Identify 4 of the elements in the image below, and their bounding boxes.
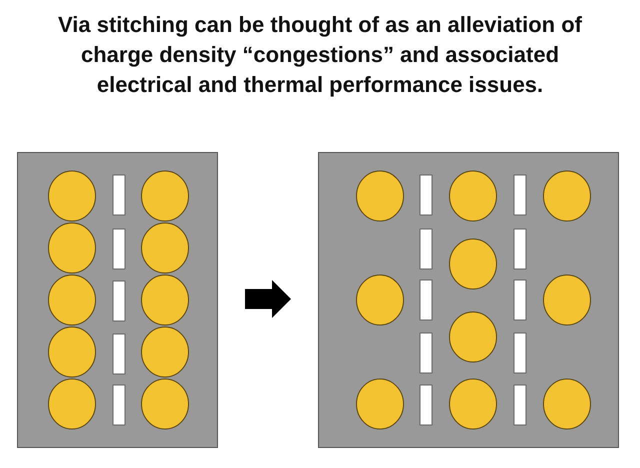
title: Via stitching can be thought of as an alleviation of charge density “congestions” and associated electrical and thermal performance issues. — [57, 11, 583, 99]
board-panel — [318, 152, 619, 448]
board-panel — [17, 152, 218, 448]
block-arrow — [245, 280, 291, 318]
